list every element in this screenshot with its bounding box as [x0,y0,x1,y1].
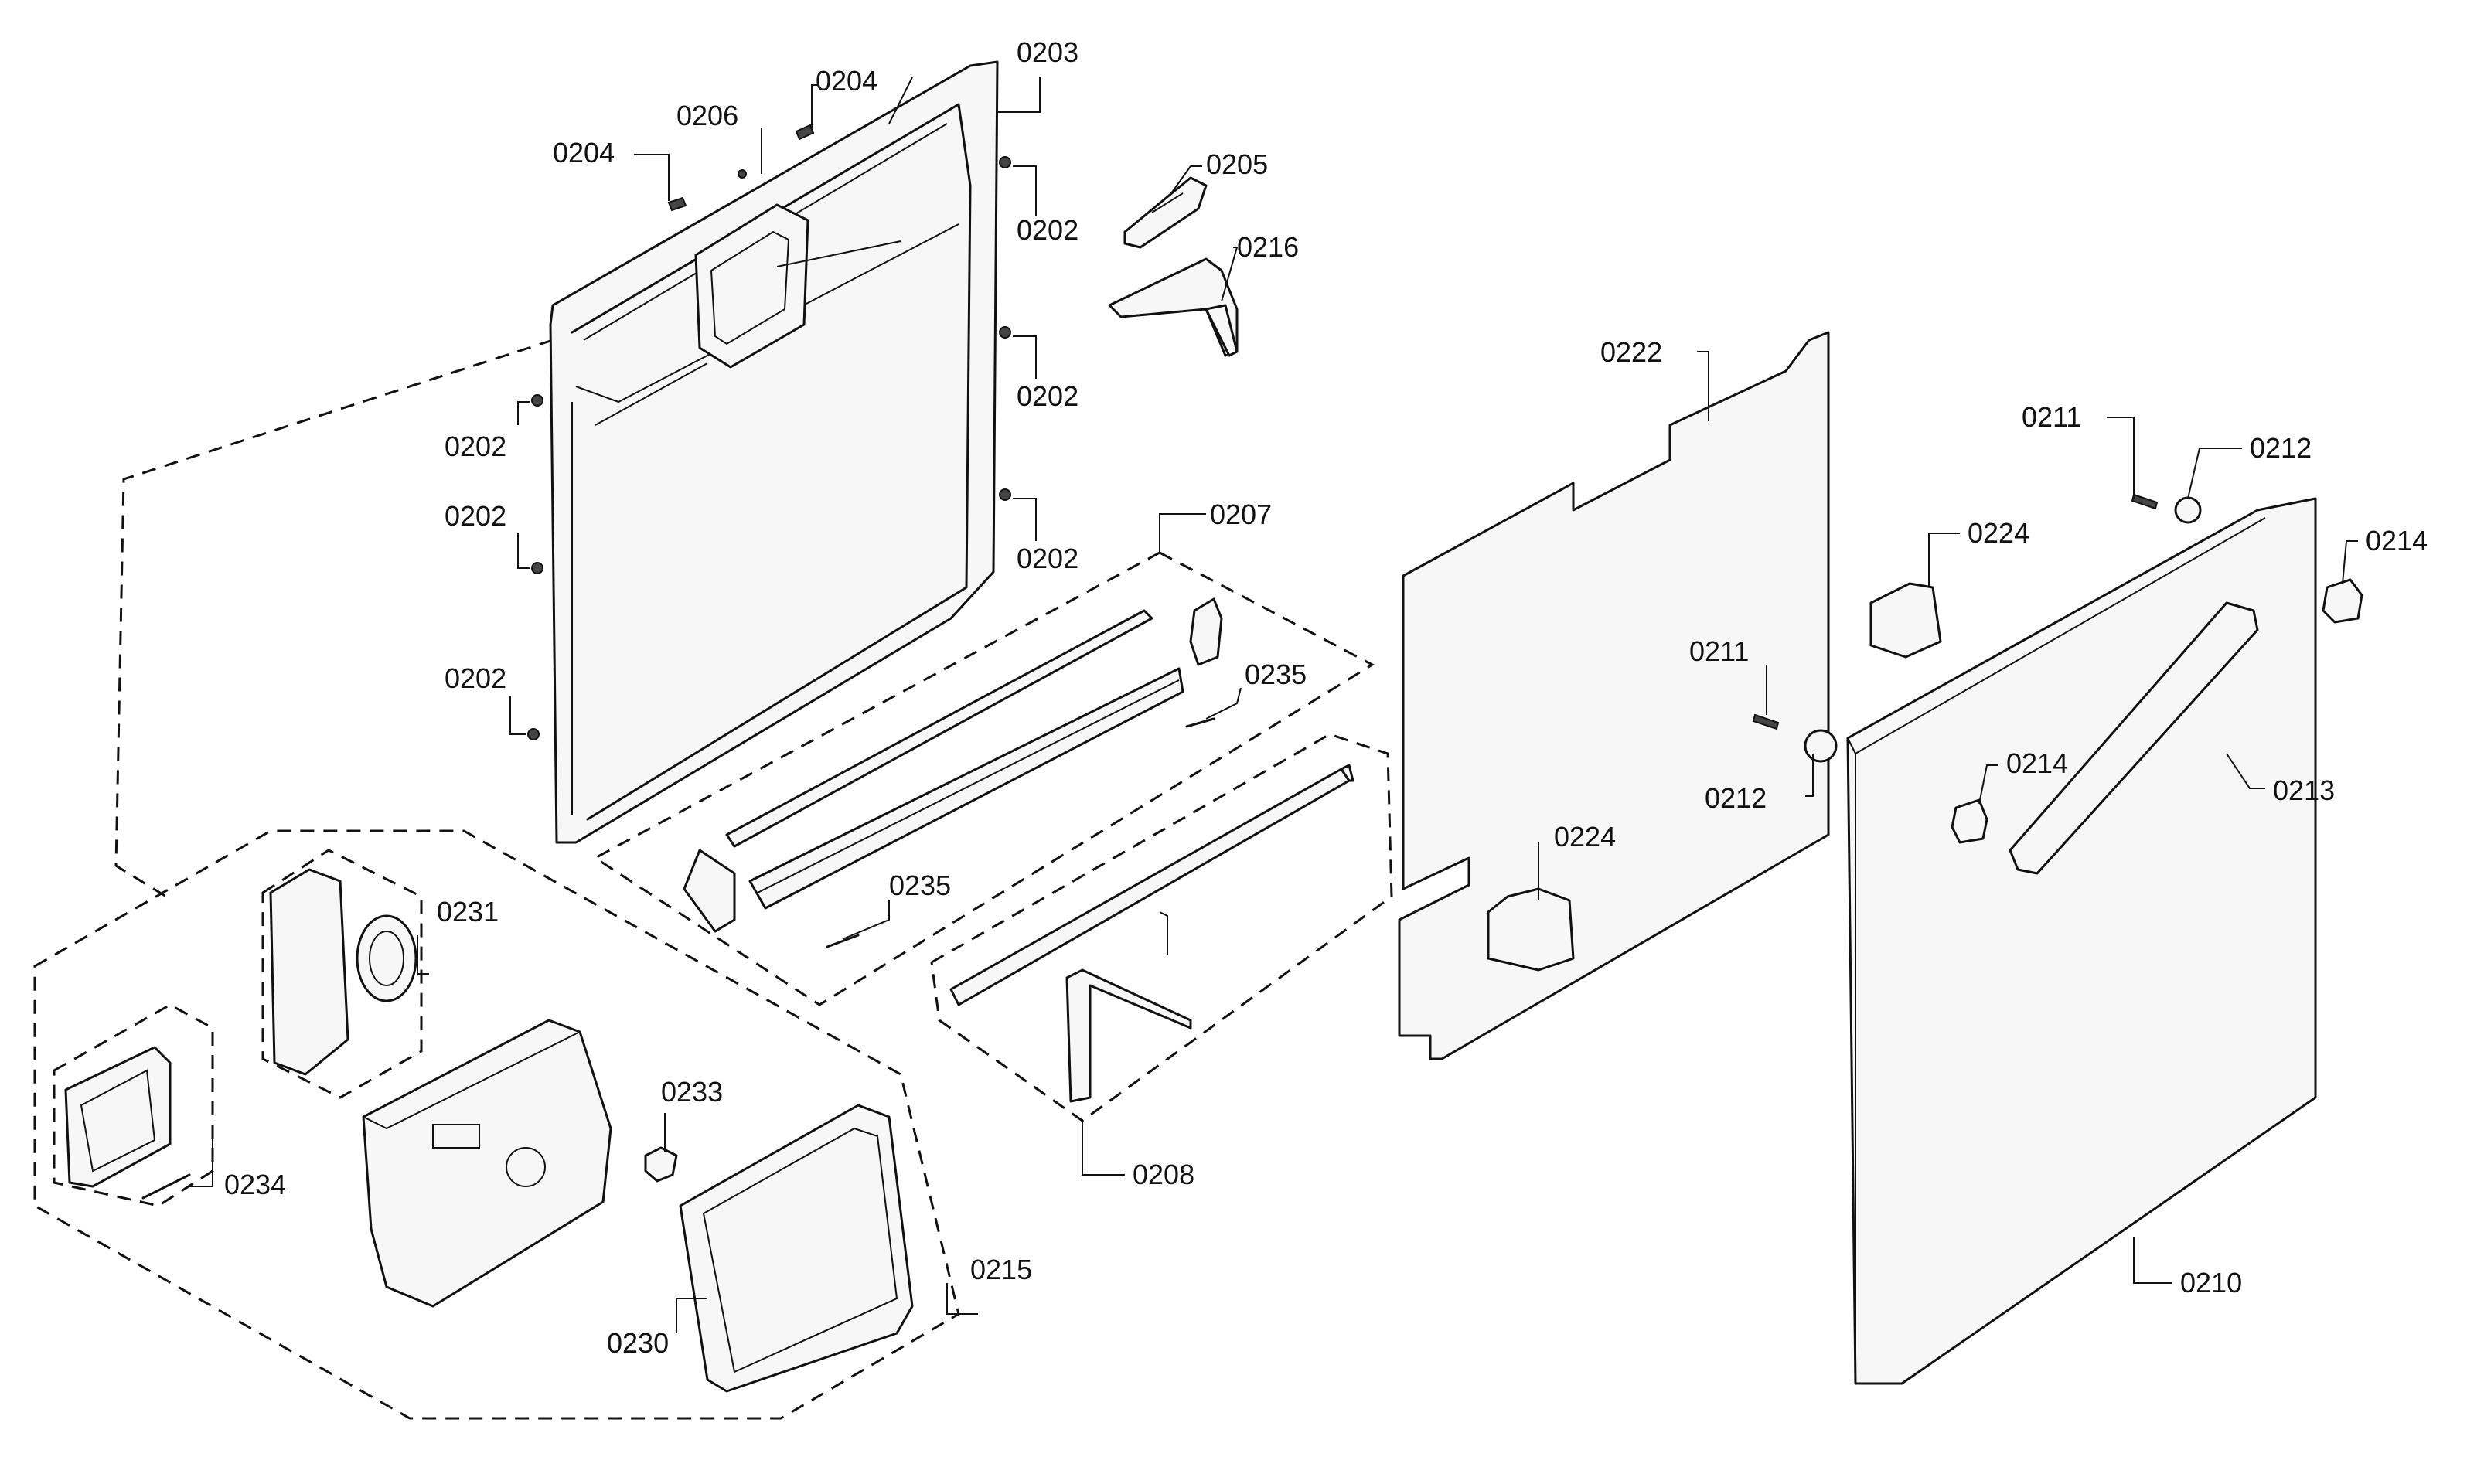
label-0205: 0205 [1206,148,1268,180]
label-0224: 0224 [1968,517,2029,549]
label-0206: 0206 [676,100,738,131]
label-0202: 0202 [445,431,506,462]
label-0211: 0211 [2022,401,2081,433]
label-0202: 0202 [1017,380,1078,412]
label-0230: 0230 [607,1327,669,1359]
label-0216: 0216 [1237,231,1299,263]
dispenser-cover-0231 [269,868,417,1076]
part-number-labels: 0203 0204 0206 0204 0205 0216 0202 0202 … [224,36,2428,1359]
label-0235: 0235 [889,870,951,901]
label-0204: 0204 [553,137,615,168]
inner-door-panel [549,60,999,844]
leader-lines [189,70,2358,1333]
detergent-dispenser-0215 [362,1019,612,1308]
label-0202: 0202 [1017,214,1078,246]
assembly-group-0207 [593,551,1375,1006]
rail-set-0207 [683,597,1223,948]
rail-set-0208 [949,764,1354,1103]
knob-0233 [644,1146,678,1183]
outer-door-panel-0210 [1752,493,2363,1385]
insulation-panel-0222 [1398,331,1942,1060]
dispenser-lid-0234 [64,1046,191,1200]
screw-icons [527,124,1011,740]
door-handle-0213 [2009,601,2259,875]
label-0215: 0215 [970,1254,1032,1285]
label-0202: 0202 [445,500,506,532]
gasket-frame-0230 [679,1104,914,1393]
label-0203: 0203 [1017,36,1078,68]
label-0235: 0235 [1245,659,1307,690]
label-0202: 0202 [445,662,506,694]
label-0234: 0234 [224,1169,286,1200]
label-0214: 0214 [2366,525,2428,556]
label-0214: 0214 [2006,747,2068,779]
label-0222: 0222 [1600,336,1662,368]
bracket-0216 [1108,257,1239,357]
label-0210: 0210 [2180,1267,2242,1298]
assembly-group-0231 [261,849,423,1099]
explode-guide-line [114,339,554,898]
label-0212: 0212 [2250,432,2312,464]
label-0208: 0208 [1133,1159,1194,1190]
label-0233: 0233 [661,1076,723,1108]
label-0224: 0224 [1554,821,1616,853]
label-0231: 0231 [437,896,499,928]
label-0204: 0204 [816,65,877,97]
label-0207: 0207 [1210,499,1272,530]
label-0202: 0202 [1017,543,1078,574]
assembly-group-0208 [930,733,1393,1122]
label-0211: 0211 [1689,635,1749,667]
door-window-opening [694,203,809,369]
label-0212: 0212 [1705,782,1767,814]
label-0213: 0213 [2273,774,2335,806]
bracket-0205 [1123,176,1208,249]
